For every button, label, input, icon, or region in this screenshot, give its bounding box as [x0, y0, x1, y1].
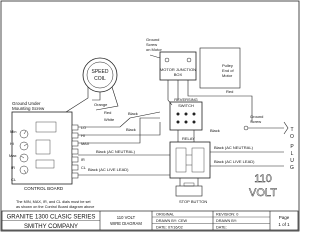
junction-box-label-2: BOX [174, 72, 183, 77]
pulley-label-2: End of [222, 68, 234, 73]
title-line-1: GRANITE 1300 CLASIC SERIES [7, 215, 96, 221]
ground-screw-right-2: Screw [250, 119, 261, 124]
wire-jb-1 [167, 80, 173, 106]
note-line-1: The MIN, MAX, IR, and CL dials must be s… [16, 200, 92, 204]
tab-lo: LO [81, 126, 86, 130]
tab-max: MAX [81, 142, 90, 146]
revision: REVISION: 0 [216, 213, 238, 217]
plug-letter-o: O [290, 134, 294, 140]
coil-lead-wire [95, 86, 119, 111]
page-frame [0, 0, 300, 232]
wire-label-white: White [104, 117, 115, 122]
orange-wire [92, 92, 101, 101]
knob-label-ir: IR [11, 165, 15, 170]
control-board [11, 111, 79, 185]
revision-date: DATE: [216, 226, 227, 230]
diagram-line-1: 110 VOLT [117, 215, 136, 220]
wire-diagram: SPEED COIL Ground Under Mounting Screw M… [0, 0, 300, 232]
knob-label-min: Min [10, 129, 16, 134]
stop-button [175, 182, 203, 197]
title-block [1, 210, 299, 231]
wire-label-neutral-right: Black (AC NEUTRAL) [214, 145, 254, 150]
ground-screw-motor-2: Screw [146, 42, 157, 47]
knob-label-max: Max [9, 153, 17, 158]
wire-lo [78, 111, 161, 128]
ground-under-label-1: Ground Under [12, 101, 41, 106]
relay-label: RELAY [182, 136, 195, 141]
ground-screw-motor-1: Ground [146, 37, 159, 42]
plug-letter-g: G [290, 165, 294, 171]
wire-label-live-left: Black (AC LIVE LEAD) [88, 167, 129, 172]
diagram-line-2: WIRE DIAGRAM [110, 221, 142, 226]
reversing-switch-label-1: REVERSING [174, 97, 198, 102]
wire-hi [78, 122, 161, 136]
wire-label-red: Red [104, 110, 111, 115]
knob-label-cl: CL [11, 177, 17, 182]
relay [169, 141, 211, 179]
revision-drawn-by: DRAWN BY: [216, 219, 237, 223]
note-line-2: as shown on the Control Board diagram ab… [16, 205, 94, 209]
reversing-switch [169, 101, 203, 131]
ground-wire [65, 87, 89, 113]
speed-coil-label-2: COIL [94, 76, 106, 82]
page-label: Page [279, 215, 290, 220]
pulley-label-3: Motor [222, 73, 233, 78]
pulley-label-1: Pulley [222, 63, 233, 68]
junction-box-label-1: MOTOR JUNCTION [160, 67, 196, 72]
control-board-label: CONTROL BOARD [24, 186, 64, 191]
plug-letter-u: U [290, 158, 294, 164]
motor-body: Pulley End of Motor [199, 47, 241, 89]
plug-letter-p: P [290, 144, 294, 150]
wire-label-red-right: Red [226, 89, 233, 94]
wire-jb-red [187, 80, 253, 122]
volt-word: VOLT [249, 187, 277, 199]
wire-label-black-1: Black [128, 111, 138, 116]
ground-screw-motor-3: on Motor [146, 47, 162, 52]
wire-label-live-right: Black (AC LIVE LEAD) [214, 159, 255, 164]
plug-letter-l: L [291, 151, 294, 157]
tab-ir: IR [81, 158, 85, 162]
speed-coil-label-1: SPEED [92, 69, 109, 75]
wire-label-neutral-left: Black (AC NEUTRAL) [96, 149, 136, 154]
wire-label-orange: Orange [94, 102, 108, 107]
wire-label-black-right: Black [210, 128, 220, 133]
tab-hi: HI [81, 134, 85, 138]
stop-button-label: STOP BUTTON [179, 199, 207, 204]
drawn-by: DRAWN BY: CEW [156, 219, 187, 223]
reversing-switch-label-2: SWITCH [178, 103, 194, 108]
drawn-date: DATE: 07/16/02 [156, 226, 183, 230]
plug-letter-t: T [290, 127, 293, 133]
knob-label-hi: Hi [10, 141, 14, 146]
ground-under-label-2: Mounting Screw [12, 106, 45, 111]
plug-arrow [283, 121, 289, 135]
tab-cl: CL [81, 166, 86, 170]
page-count: 1 of 1 [278, 222, 290, 227]
wire-label-black-2: Black [126, 127, 136, 132]
volt-number: 110 [254, 173, 272, 185]
ground-screw-right-1: Ground [250, 114, 263, 119]
ground-screw-leader [149, 54, 161, 59]
wire-max [78, 117, 160, 144]
title-line-2: SMITHY COMPANY [24, 224, 78, 230]
original-label: ORIGINAL [156, 213, 174, 217]
